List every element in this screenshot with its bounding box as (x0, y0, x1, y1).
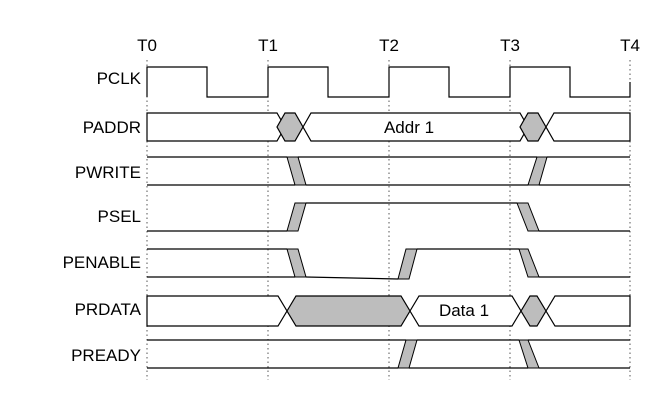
time-marker-t1: T1 (258, 36, 278, 55)
paddr-transition-2 (519, 112, 547, 142)
time-markers: T0 T1 T2 T3 T4 (137, 36, 640, 55)
paddr-transition-1 (276, 112, 304, 142)
pready-waveform (147, 339, 630, 369)
signal-labels: PCLK PADDR PWRITE PSEL PENABLE PRDATA PR… (63, 69, 142, 365)
pready-rise (397, 339, 418, 369)
signal-label-psel: PSEL (98, 207, 141, 226)
signal-label-pwrite: PWRITE (75, 163, 141, 182)
penable-fall-2 (518, 248, 540, 278)
pwrite-transition-2 (527, 156, 548, 186)
pclk-waveform (146, 66, 631, 98)
paddr-waveform: Addr 1 (146, 112, 631, 142)
pwrite-transition-1 (286, 156, 307, 186)
prdata-transition (520, 295, 547, 327)
signal-label-pclk: PCLK (97, 69, 142, 88)
signal-label-prdata: PRDATA (75, 300, 142, 319)
psel-waveform (147, 202, 630, 232)
pwrite-waveform (147, 156, 630, 186)
time-marker-t3: T3 (500, 36, 520, 55)
psel-rise (286, 202, 307, 232)
psel-fall (516, 202, 540, 232)
signal-label-penable: PENABLE (63, 253, 141, 272)
prdata-waveform: Data 1 (146, 295, 631, 327)
paddr-value-label: Addr 1 (384, 118, 434, 137)
prdata-segment-idle (146, 295, 288, 327)
time-marker-t0: T0 (137, 36, 157, 55)
signal-label-pready: PREADY (71, 346, 141, 365)
penable-rise (397, 248, 418, 280)
prdata-value-label: Data 1 (439, 301, 489, 320)
time-marker-t2: T2 (379, 36, 399, 55)
penable-fall-1 (286, 248, 307, 278)
penable-waveform (147, 248, 630, 280)
penable-low-2 (305, 276, 399, 280)
time-marker-t4: T4 (620, 36, 640, 55)
paddr-segment-idle (146, 112, 286, 142)
paddr-segment-end (545, 112, 631, 142)
pready-fall (518, 339, 540, 369)
prdata-segment-wait (286, 295, 411, 327)
prdata-segment-end (545, 295, 631, 327)
time-guides (146, 60, 631, 380)
signal-label-paddr: PADDR (83, 118, 141, 137)
